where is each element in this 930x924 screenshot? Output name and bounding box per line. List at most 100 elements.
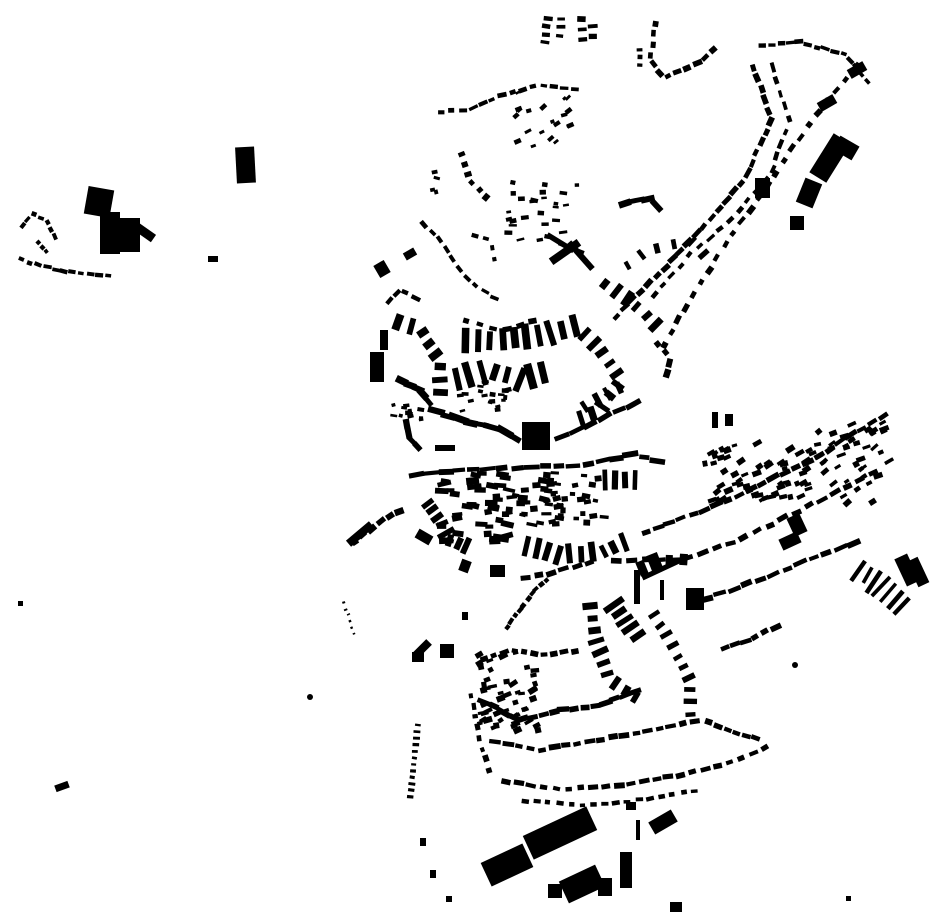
building [777, 89, 783, 98]
building [583, 519, 591, 526]
building [629, 690, 641, 704]
building [627, 687, 642, 697]
building [570, 87, 579, 92]
building [531, 680, 539, 688]
building [393, 507, 405, 517]
building [598, 277, 611, 291]
building [787, 493, 794, 501]
building [515, 321, 526, 330]
building [865, 480, 873, 487]
building [528, 694, 538, 703]
building [428, 228, 437, 237]
building [620, 619, 640, 636]
building [608, 675, 622, 691]
building [763, 460, 774, 470]
building [591, 645, 610, 659]
building [867, 426, 879, 436]
building [762, 127, 771, 137]
building [553, 463, 565, 469]
building [513, 137, 522, 145]
building [501, 398, 506, 402]
building [560, 112, 568, 118]
building [495, 694, 506, 703]
building [47, 226, 55, 234]
building [514, 689, 521, 695]
building [674, 246, 685, 257]
building [758, 43, 766, 48]
building [105, 273, 112, 278]
building [840, 51, 848, 57]
building [832, 86, 841, 95]
building [600, 669, 614, 679]
building [652, 776, 662, 782]
building [756, 479, 768, 489]
building [532, 585, 539, 593]
building [654, 68, 665, 79]
building [814, 427, 823, 436]
building [551, 218, 561, 223]
building [782, 565, 793, 573]
building [702, 460, 708, 467]
building [417, 406, 425, 413]
building [380, 330, 388, 350]
building [689, 718, 701, 725]
building [590, 702, 601, 710]
building [599, 514, 609, 520]
building [568, 705, 580, 713]
building [416, 326, 430, 339]
building [485, 767, 493, 774]
building [557, 17, 565, 21]
building [878, 419, 887, 426]
building [587, 541, 597, 563]
building [740, 471, 749, 478]
building [594, 475, 602, 482]
building [650, 29, 656, 37]
building [794, 38, 804, 45]
building [819, 548, 832, 558]
building [716, 454, 726, 462]
building [472, 713, 479, 719]
building [530, 143, 537, 149]
building [860, 464, 868, 471]
building [648, 809, 678, 835]
building [490, 724, 498, 731]
building [307, 694, 313, 700]
building [752, 526, 762, 535]
building [488, 701, 500, 711]
building [350, 536, 360, 547]
building [420, 497, 435, 510]
building [827, 444, 836, 452]
building [661, 348, 670, 357]
building [529, 83, 537, 90]
building [803, 481, 812, 488]
building [886, 589, 905, 611]
building [508, 713, 519, 722]
building [416, 387, 430, 401]
building [704, 717, 714, 726]
building [725, 215, 735, 225]
building [711, 449, 719, 457]
building [681, 672, 696, 684]
building [739, 637, 753, 646]
building [520, 215, 529, 221]
building [580, 511, 586, 517]
building [449, 490, 460, 498]
building [541, 32, 551, 38]
building [497, 690, 504, 696]
building [841, 434, 852, 441]
building [670, 902, 682, 912]
building [352, 632, 356, 635]
building [695, 242, 704, 250]
building [587, 615, 598, 622]
building [461, 392, 469, 396]
building [595, 736, 606, 744]
building [530, 667, 540, 673]
building [484, 499, 498, 507]
building [757, 136, 767, 147]
building [690, 789, 698, 794]
building [431, 169, 438, 175]
building [510, 190, 516, 196]
building [425, 503, 439, 516]
building [728, 185, 740, 197]
building [489, 391, 496, 398]
